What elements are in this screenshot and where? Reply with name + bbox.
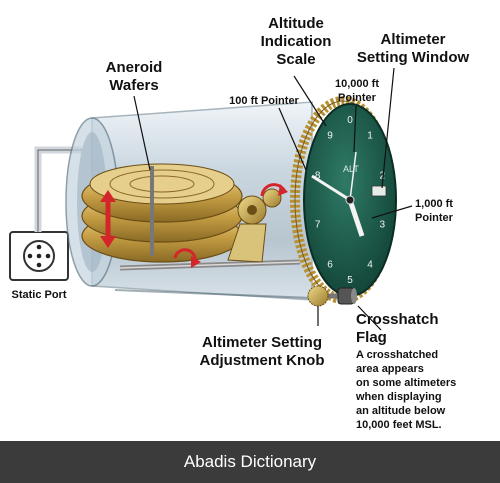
dial-number: 8: [315, 170, 321, 181]
label-1000ft-pointer: Pointer: [415, 212, 454, 224]
label-scale: Scale: [276, 51, 315, 68]
dial-numbers: 0 1 2 3 4 5 6 7 8 9: [315, 115, 386, 286]
note-line-1: A crosshatched: [356, 349, 438, 361]
note-line-2: area appears: [356, 363, 424, 375]
static-port: [9, 231, 69, 281]
setting-window: [371, 185, 387, 197]
pointer-10000-ft: [349, 151, 357, 201]
dial-number: 2: [380, 170, 386, 181]
label-100ft-pointer: 100 ft Pointer: [229, 95, 299, 107]
linkage: [119, 248, 301, 271]
note-line-4: when displaying: [355, 391, 442, 403]
aneroid-wafers: [81, 163, 243, 263]
dial-number: 5: [347, 275, 353, 286]
note-line-3: on some altimeters: [356, 377, 456, 389]
callout-labels: Aneroid Wafers Altitude Indication Scale…: [11, 15, 469, 431]
dial-number: 0: [347, 115, 353, 126]
note-line-5: an altitude below: [356, 405, 446, 417]
label-indication: Indication: [261, 33, 332, 50]
dial-alt-label: ALT: [343, 164, 359, 174]
label-1000ft: 1,000 ft: [415, 198, 453, 210]
pointer-100-ft: [311, 174, 351, 202]
dial-number: 4: [367, 260, 373, 271]
altimeter-dial: 0 1 2 3 4 5 6 7 8 9 ALT: [303, 103, 397, 297]
label-altitude: Altitude: [268, 15, 324, 32]
dial-number: 6: [327, 260, 333, 271]
dial-number: 9: [327, 130, 333, 141]
label-altimeter: Altimeter: [380, 31, 445, 48]
adjustment-knob: [307, 285, 357, 307]
leader-lines: [133, 67, 413, 331]
pointer-1000-ft: [347, 199, 365, 237]
label-flag: Flag: [356, 329, 387, 346]
label-adjustment-knob: Adjustment Knob: [200, 352, 325, 369]
expansion-arrow: [100, 190, 116, 248]
label-altimeter-setting: Altimeter Setting: [202, 334, 322, 351]
label-aneroid: Aneroid: [106, 59, 163, 76]
label-wafers: Wafers: [109, 77, 158, 94]
label-10000ft: 10,000 ft: [335, 78, 379, 90]
footer-banner: Abadis Dictionary: [0, 441, 500, 483]
label-setting-window: Setting Window: [357, 49, 470, 66]
label-static-port: Static Port: [11, 289, 66, 301]
dial-number: 3: [380, 220, 386, 231]
dial-number: 1: [367, 130, 373, 141]
note-line-6: 10,000 feet MSL.: [356, 419, 442, 431]
dial-number: 7: [315, 220, 321, 231]
footer-text: Abadis Dictionary: [183, 452, 317, 471]
label-crosshatch: Crosshatch: [356, 311, 439, 328]
label-10000ft-pointer: Pointer: [338, 92, 377, 104]
gear-train: [227, 183, 288, 263]
